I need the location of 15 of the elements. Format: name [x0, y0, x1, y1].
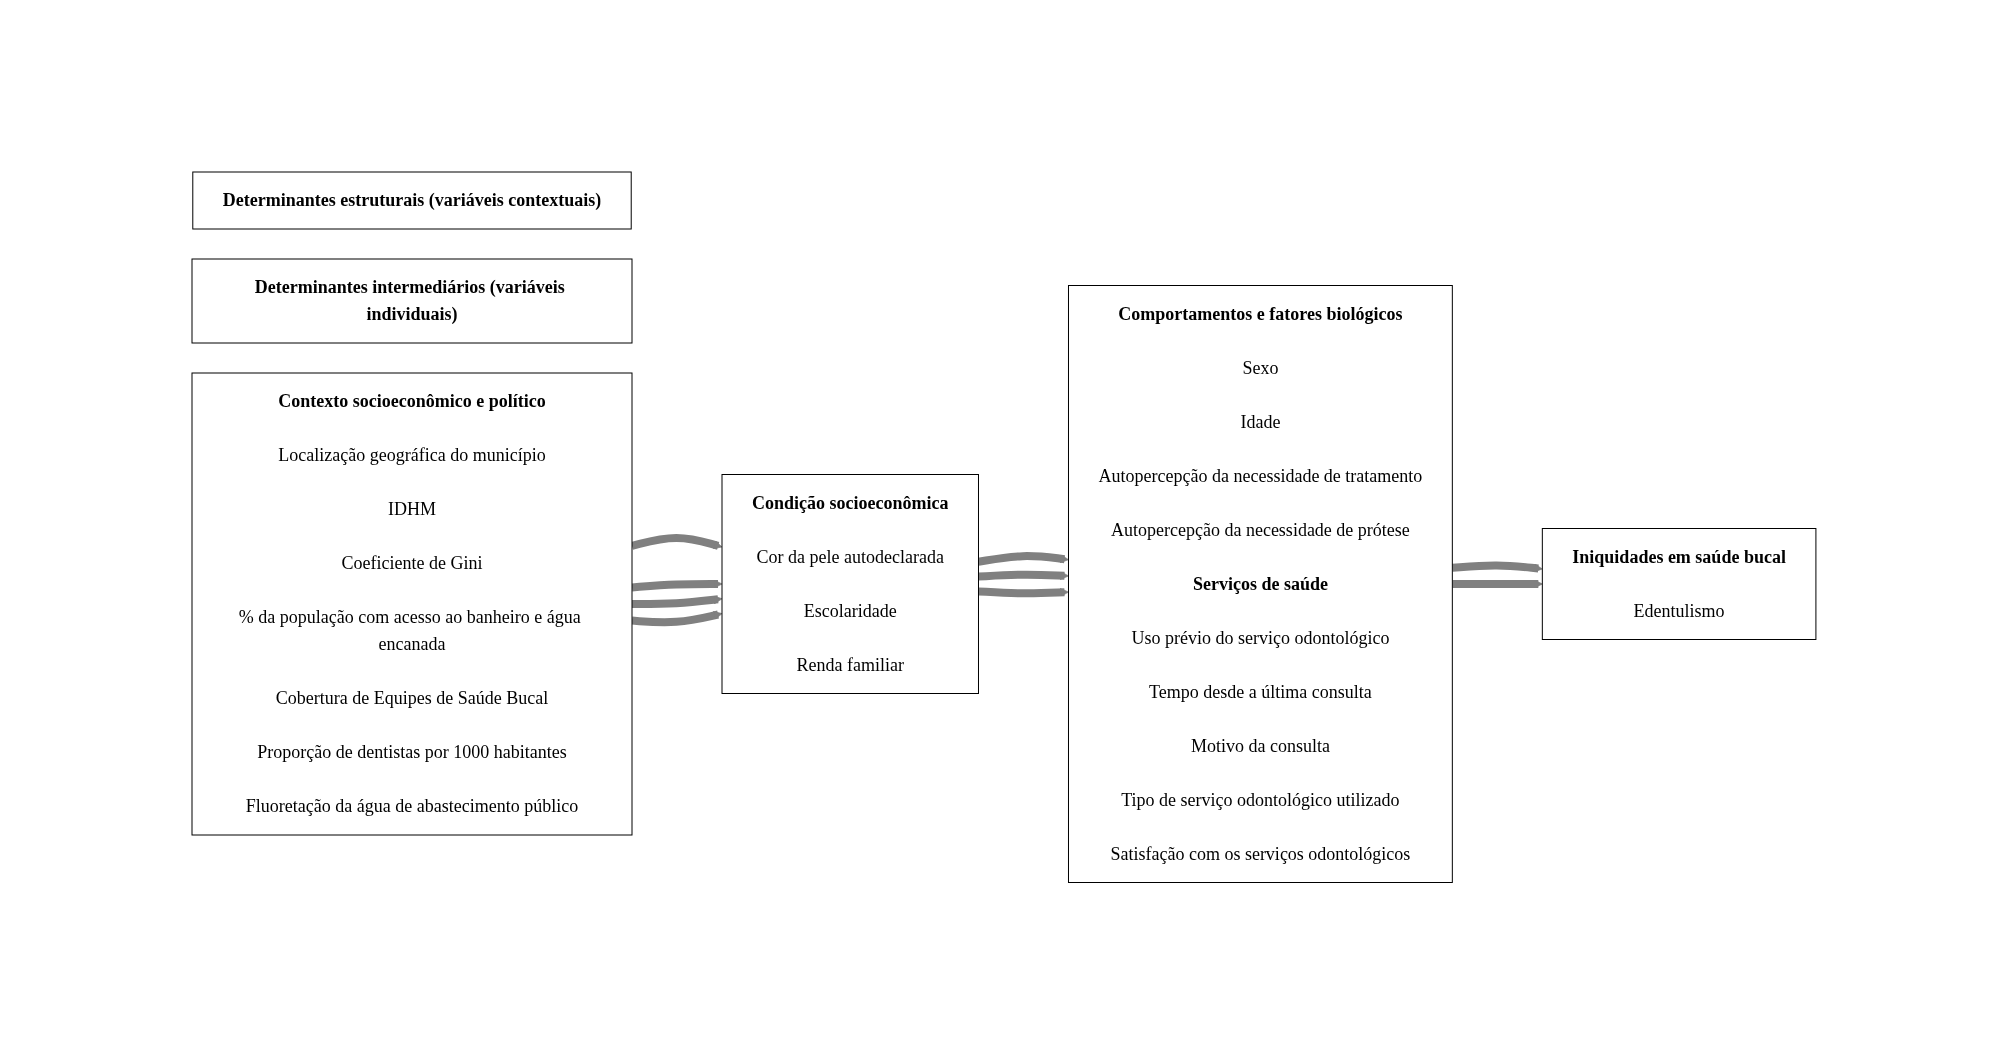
arrow [977, 551, 1069, 566]
arrow [631, 579, 723, 592]
node-box: Comportamentos e fatores biológicos Sexo Idade Autopercepção da necessidade de tratamento Autopercepção da necessidade de prótese Serviços de saúde Uso prévio do serviço odontológico Tempo desde a última consulta Motivo da consulta Tipo de serviço odontológico utilizado Satisfação com os serviços odontológicos [1068, 284, 1453, 883]
arrow [1452, 561, 1543, 573]
arrow [978, 587, 1069, 598]
arrow [632, 595, 723, 608]
arrow [978, 570, 1069, 581]
node-box: Contexto socioeconômico e político Localização geográfica do município IDHM Coeficiente de Gini % da população com acesso ao banheiro e água encanada Cobertura de Equipes de Saúde Bucal Proporção de dentistas por 1000 habitantes Fluoretação da água de abastecimento público [191, 372, 633, 836]
arrow [1452, 579, 1543, 589]
node-box: Condição socioeconômica Cor da pele autodeclarada Escolaridade Renda familiar [721, 473, 980, 694]
arrow [631, 610, 723, 626]
node-box: Determinantes estruturais (variáveis contextuais) [192, 171, 632, 230]
arrow [631, 533, 723, 550]
node-box: Determinantes intermediários (variáveis individuais) [191, 258, 633, 344]
node-box: Iniquidades em saúde bucal Edentulismo [1541, 527, 1817, 640]
